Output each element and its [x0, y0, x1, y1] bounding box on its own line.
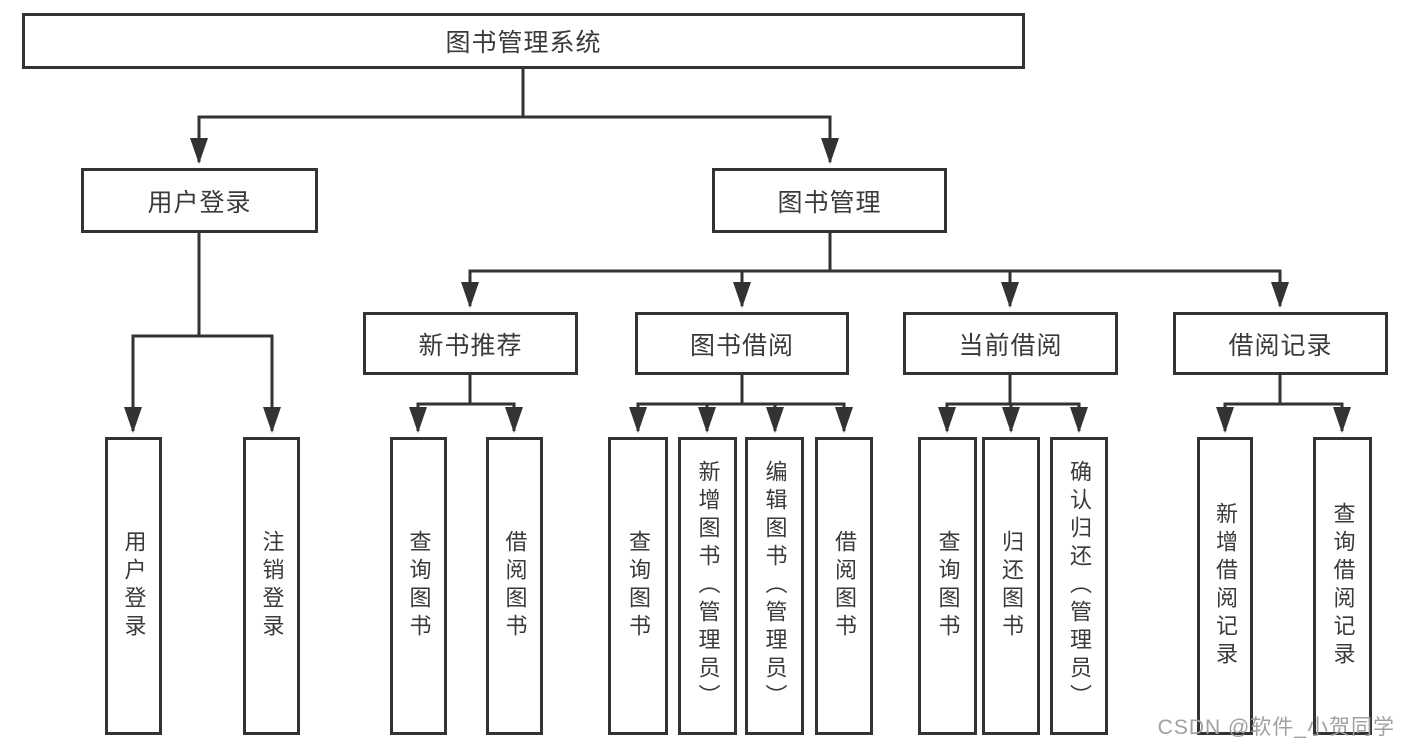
leaf-label: 查询图书 — [406, 530, 432, 642]
node-label: 图书管理系统 — [445, 29, 602, 57]
node-borrowing-records: 借阅记录 — [1173, 312, 1388, 375]
leaf-label: 查询借阅记录 — [1330, 502, 1356, 670]
leaf-borrow-books: 借阅图书 — [815, 437, 873, 735]
leaf-query-books: 查询图书 — [608, 437, 668, 735]
leaf-label: 查询图书 — [626, 530, 651, 642]
node-label: 图书借阅 — [689, 331, 794, 360]
leaf-user-login: 用户登录 — [105, 437, 162, 735]
node-label: 图书管理 — [777, 188, 882, 217]
leaf-label: 查询图书 — [935, 530, 961, 642]
leaf-label: 确认归还（管理员） — [1067, 460, 1092, 712]
node-book-borrowing: 图书借阅 — [635, 312, 849, 375]
node-label: 用户登录 — [147, 188, 252, 217]
leaf-query-books: 查询图书 — [390, 437, 447, 735]
leaf-borrow-books: 借阅图书 — [486, 437, 543, 735]
node-label: 借阅记录 — [1228, 331, 1333, 360]
node-book-management: 图书管理 — [712, 168, 947, 233]
leaf-return-books: 归还图书 — [982, 437, 1040, 735]
csdn-watermark: CSDN @软件_小贺同学 — [1157, 716, 1395, 739]
leaf-edit-books-admin: 编辑图书（管理员） — [745, 437, 804, 735]
leaf-label: 注销登录 — [259, 530, 285, 642]
leaf-logout: 注销登录 — [243, 437, 300, 735]
leaf-add-books-admin: 新增图书（管理员） — [678, 437, 737, 735]
leaf-confirm-return-admin: 确认归还（管理员） — [1050, 437, 1108, 735]
node-label: 新书推荐 — [418, 331, 523, 360]
leaf-label: 归还图书 — [999, 530, 1024, 642]
node-user-login: 用户登录 — [81, 168, 318, 233]
leaf-label: 借阅图书 — [832, 530, 857, 642]
node-new-book-recommend: 新书推荐 — [363, 312, 578, 375]
leaf-label: 编辑图书（管理员） — [762, 460, 788, 712]
node-library-system: 图书管理系统 — [22, 13, 1025, 69]
leaf-label: 用户登录 — [121, 530, 147, 642]
leaf-label: 新增借阅记录 — [1213, 502, 1238, 670]
leaf-label: 新增图书（管理员） — [695, 460, 721, 712]
leaf-query-borrow-record: 查询借阅记录 — [1313, 437, 1372, 735]
node-label: 当前借阅 — [958, 331, 1063, 360]
node-current-borrowing: 当前借阅 — [903, 312, 1118, 375]
leaf-query-books: 查询图书 — [918, 437, 977, 735]
leaf-label: 借阅图书 — [502, 530, 528, 642]
leaf-add-borrow-record: 新增借阅记录 — [1197, 437, 1253, 735]
